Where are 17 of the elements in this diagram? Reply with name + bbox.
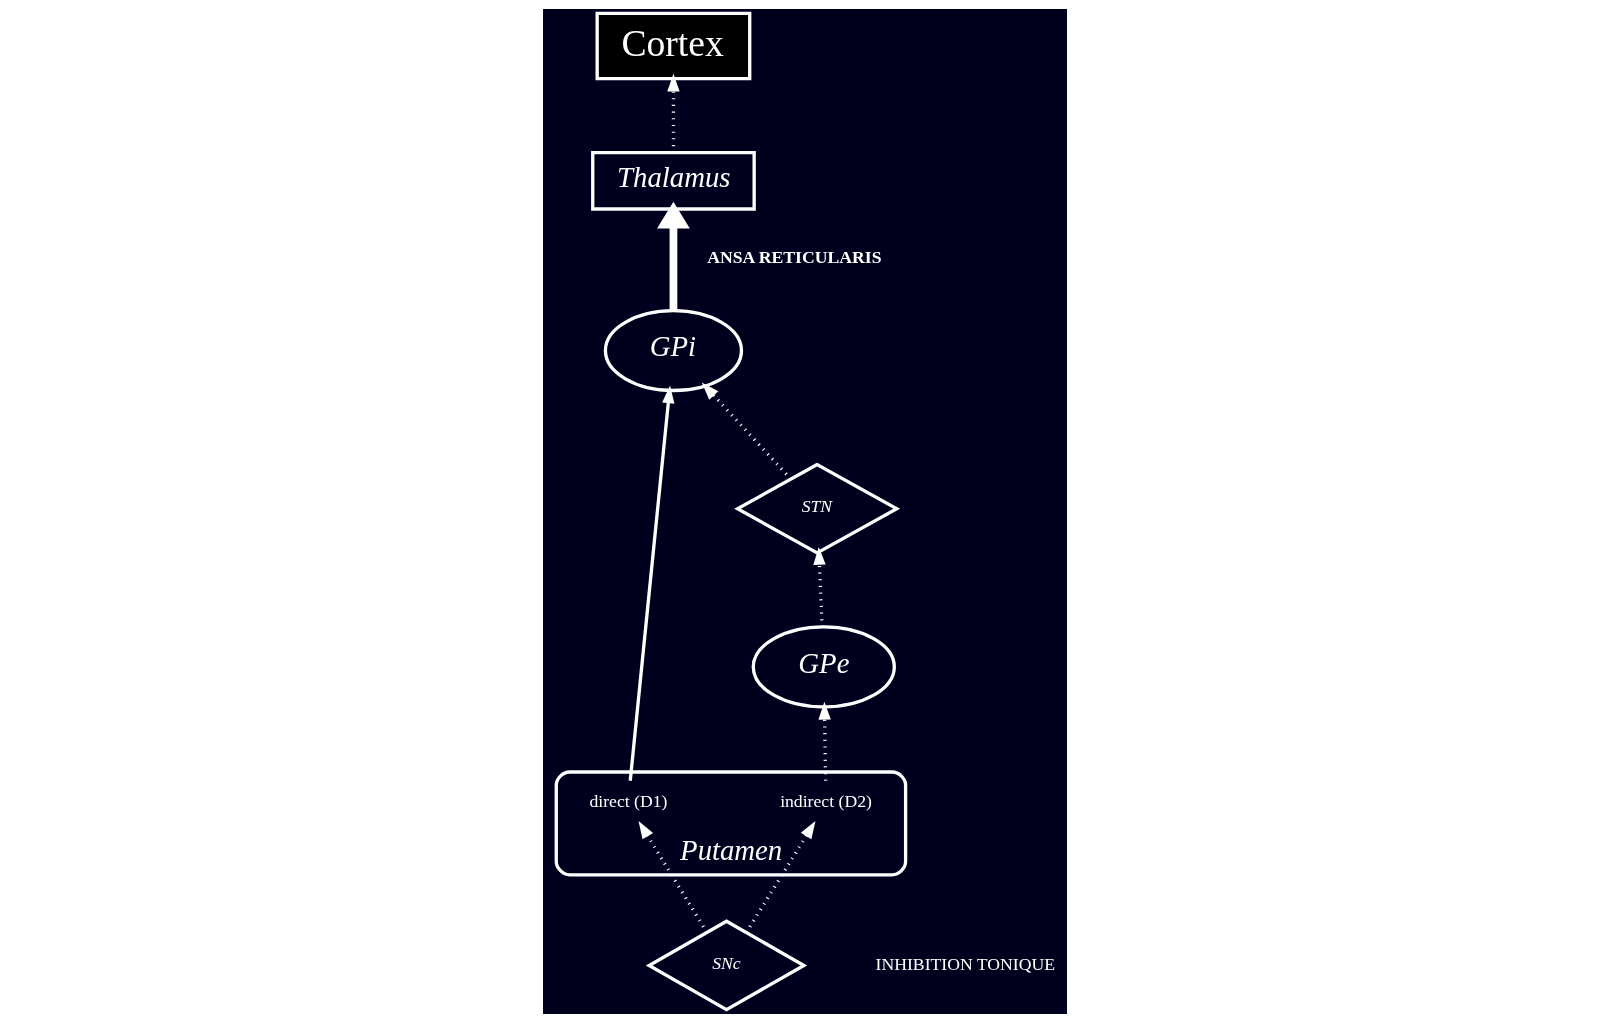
node-diamond: STN	[734, 462, 901, 555]
arrow	[813, 547, 826, 627]
node-text: direct (D1)	[589, 791, 668, 812]
node-box: Cortex	[595, 11, 752, 81]
arrow	[818, 701, 831, 781]
arrow	[657, 201, 690, 311]
node-diamond: SNc	[645, 919, 808, 1012]
label: INHIBITION TONIQUE	[875, 953, 1056, 974]
node-ellipse: GPi	[603, 309, 744, 393]
node-ellipse: GPe	[751, 625, 896, 709]
arrow	[701, 382, 793, 481]
arrow	[638, 821, 709, 934]
edge-label: ANSA RETICULARIS	[707, 246, 882, 267]
node-box: Thalamus	[591, 150, 756, 211]
arrow	[628, 385, 675, 781]
arrow	[745, 821, 816, 934]
node-text: indirect (D2)	[780, 791, 872, 812]
